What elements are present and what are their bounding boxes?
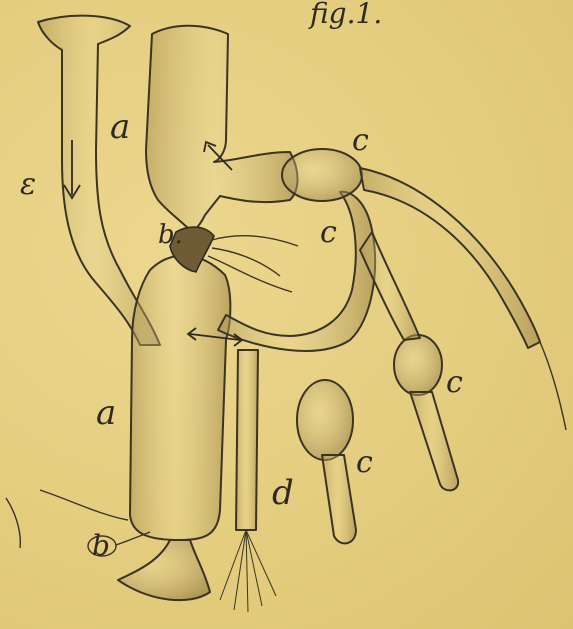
c-bulb-right: [394, 335, 442, 395]
d-tube: [236, 350, 258, 530]
c-bulb-upper: [282, 149, 362, 201]
right-edge-lines: [540, 342, 566, 430]
figure-title: fig.1.: [310, 0, 382, 28]
label-c-2: c: [320, 218, 337, 248]
c-bulb-middle: [297, 380, 353, 460]
d-tuft: [220, 530, 276, 612]
label-b-lower: b: [92, 532, 110, 560]
label-epsilon: ε: [20, 170, 36, 200]
label-c-3: c: [446, 368, 463, 398]
c-stem-middle: [322, 455, 356, 543]
lower-a-tube: [130, 256, 230, 540]
label-b-upper: b.: [158, 222, 183, 248]
label-d: d: [272, 476, 294, 510]
label-c-4: c: [356, 448, 373, 478]
left-edge-fragment: [6, 498, 20, 548]
label-a-upper: a: [110, 110, 130, 144]
right-tail: [360, 168, 540, 348]
c-stem-right: [410, 392, 458, 490]
label-c-1: c: [352, 126, 369, 156]
bottom-funnel: [118, 540, 210, 600]
upper-a-tube: [146, 26, 298, 232]
label-a-lower: a: [96, 396, 116, 430]
